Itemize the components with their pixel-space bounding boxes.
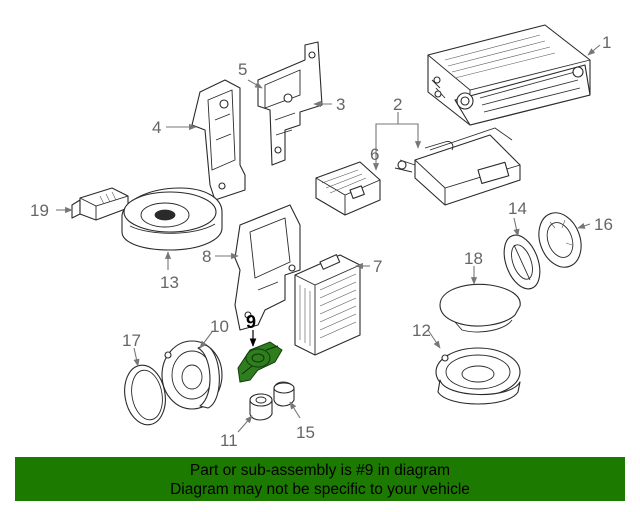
callout-12: 12 — [412, 321, 431, 340]
callout-18: 18 — [464, 249, 483, 268]
part-3-bracket[interactable] — [257, 41, 323, 166]
part-14-ring[interactable] — [497, 230, 546, 294]
part-12-woofer[interactable] — [435, 347, 521, 405]
part-4-bracket[interactable] — [191, 79, 246, 201]
callout-8: 8 — [202, 247, 211, 266]
leader-lines — [56, 44, 601, 433]
parts-diagram: 1 2 3 4 5 6 7 8 9 10 11 12 13 14 15 16 1… — [30, 24, 613, 450]
part-19-connector[interactable] — [71, 187, 129, 221]
part-16-trim-ring[interactable] — [532, 207, 589, 273]
callout-9-highlighted: 9 — [246, 312, 256, 332]
part-17-grille[interactable] — [120, 362, 170, 428]
part-7-amplifier[interactable] — [294, 254, 361, 356]
part-9-tweeter-highlighted[interactable] — [237, 341, 283, 383]
callout-10: 10 — [210, 317, 229, 336]
callout-1: 1 — [602, 33, 611, 52]
part-15-tweeter-ring[interactable] — [273, 381, 295, 407]
callout-14: 14 — [508, 199, 527, 218]
part-2-amplifier[interactable] — [394, 127, 521, 206]
callout-labels: 1 2 3 4 5 6 7 8 9 10 11 12 13 14 15 16 1… — [30, 33, 613, 450]
part-10-speaker[interactable] — [161, 340, 223, 410]
part-1-radio-unit[interactable] — [427, 24, 591, 126]
callout-16: 16 — [594, 215, 613, 234]
callout-19: 19 — [30, 201, 49, 220]
disclaimer-banner: Part or sub-assembly is #9 in diagram Di… — [15, 457, 625, 501]
callout-13: 13 — [160, 273, 179, 292]
callout-5: 5 — [238, 60, 247, 79]
part-18-cover[interactable] — [439, 283, 521, 333]
banner-line-disclaimer: Diagram may not be specific to your vehi… — [170, 481, 470, 498]
callout-17: 17 — [122, 331, 141, 350]
callout-7: 7 — [373, 257, 382, 276]
callout-6: 6 — [370, 145, 379, 164]
callout-4: 4 — [152, 118, 161, 137]
part-11-tweeter[interactable] — [249, 393, 273, 421]
callout-2: 2 — [393, 95, 402, 114]
banner-line-part-number: Part or sub-assembly is #9 in diagram — [189, 462, 451, 479]
part-6-module[interactable] — [315, 161, 381, 216]
part-13-subwoofer[interactable] — [121, 187, 223, 251]
callout-15: 15 — [296, 423, 315, 442]
callout-11: 11 — [220, 431, 238, 450]
callout-3: 3 — [336, 95, 345, 114]
part-8-bracket[interactable] — [234, 204, 301, 331]
